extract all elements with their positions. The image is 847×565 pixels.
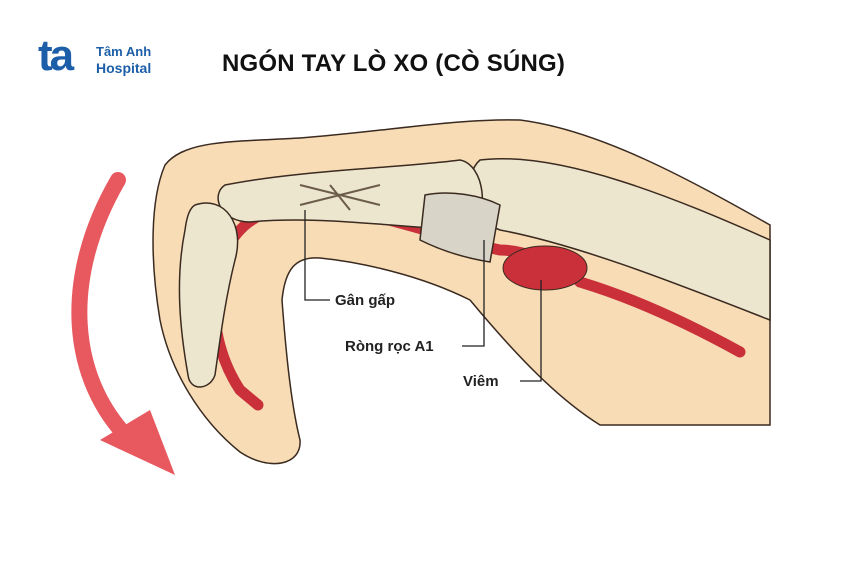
logo-name-line1: Tâm Anh bbox=[96, 44, 152, 59]
a1-pulley bbox=[419, 192, 501, 263]
distal-phalanx-bone bbox=[178, 202, 239, 388]
hospital-logo: ta Tâm Anh Hospital bbox=[38, 34, 178, 84]
logo-mark: ta bbox=[38, 31, 74, 80]
logo-name-line2: Hospital bbox=[96, 60, 152, 76]
page-title: NGÓN TAY LÒ XO (CÒ SÚNG) bbox=[222, 50, 566, 77]
inflammation-leader-line bbox=[520, 280, 542, 382]
inflammation-swelling bbox=[502, 245, 588, 291]
flexion-arrow bbox=[71, 172, 138, 448]
flexion-arrow-head bbox=[100, 410, 175, 475]
tendon-leader-line bbox=[304, 210, 330, 301]
inflammation-label: Viêm bbox=[463, 373, 499, 390]
pulley-leader-line bbox=[462, 240, 485, 347]
pulley-label: Ròng rọc A1 bbox=[345, 338, 434, 355]
cruciate-ligament bbox=[299, 184, 381, 211]
tendon-label: Gân gấp bbox=[335, 292, 395, 309]
